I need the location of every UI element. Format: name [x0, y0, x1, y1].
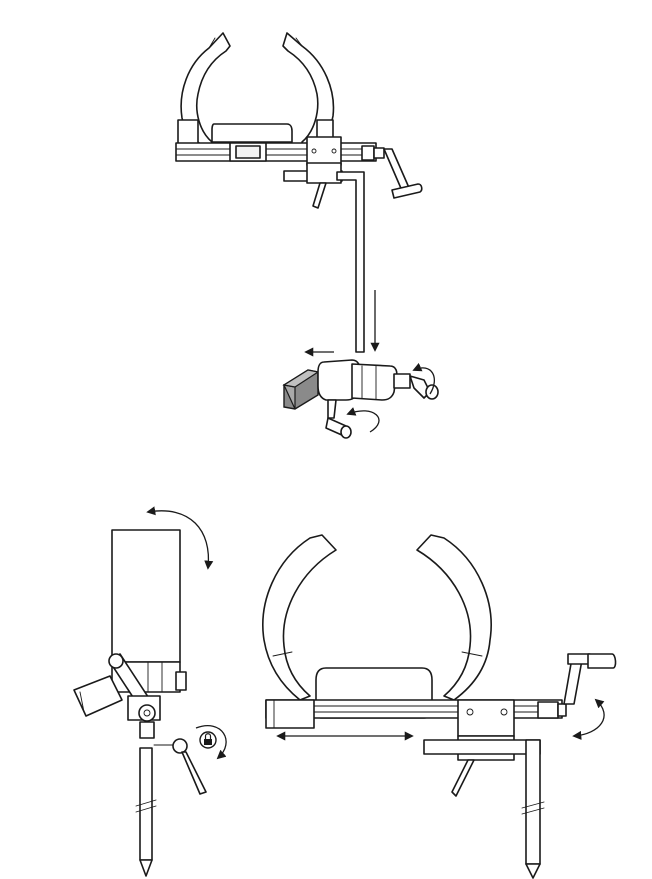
- crank-handle: [391, 183, 423, 199]
- bottom-right-front-view: [262, 534, 617, 879]
- front-crank-handle: [587, 653, 617, 669]
- left-jaw-support: [177, 119, 199, 145]
- side-body: [111, 529, 181, 663]
- vertical-post: [336, 171, 365, 353]
- rotate-arrow-icon: [146, 506, 214, 570]
- lock-icon: [199, 731, 217, 749]
- front-leg: [525, 739, 541, 865]
- slider-block: [306, 136, 342, 166]
- center-pad: [211, 123, 293, 143]
- slider-lower: [306, 162, 342, 184]
- front-crank-arm: [563, 657, 583, 705]
- top-assembly-view: [175, 32, 439, 439]
- side-pad: [73, 675, 123, 717]
- front-slider: [457, 699, 515, 737]
- main-rail: [175, 142, 377, 162]
- bottom-left-side-view: [73, 506, 227, 877]
